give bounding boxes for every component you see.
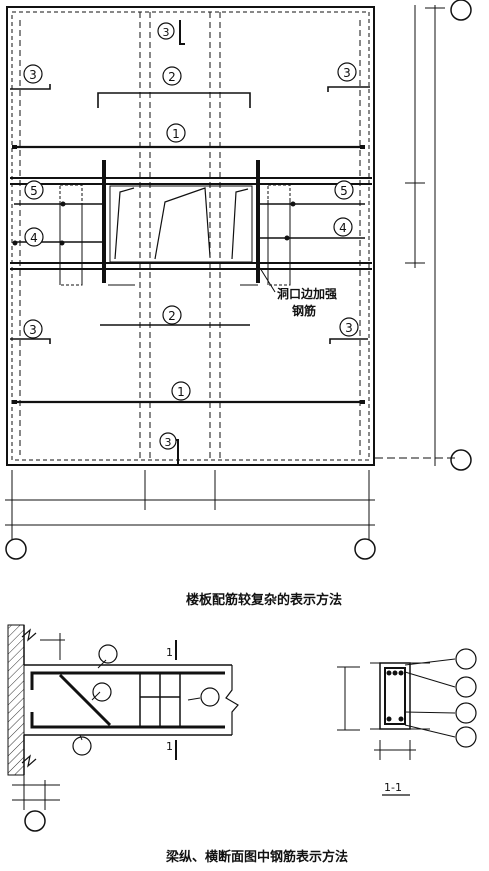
beam-stirrups bbox=[139, 673, 181, 727]
callout-section-2 bbox=[455, 676, 477, 698]
opening-note-line2: 钢筋 bbox=[292, 303, 316, 318]
marker-bar-5-right: 5 bbox=[334, 180, 354, 200]
svg-text:3: 3 bbox=[165, 436, 172, 449]
beam-dimensions bbox=[12, 633, 65, 810]
opening bbox=[109, 185, 253, 263]
bar-3-left-lower bbox=[10, 338, 51, 344]
svg-text:5: 5 bbox=[30, 184, 38, 198]
caption-slab-plan: 楼板配筋较复杂的表示方法 bbox=[186, 593, 343, 608]
svg-text:1: 1 bbox=[177, 385, 185, 399]
svg-text:4: 4 bbox=[30, 231, 38, 245]
svg-text:4: 4 bbox=[339, 221, 347, 235]
callout-beam-1 bbox=[98, 644, 118, 664]
opening-line-3 bbox=[231, 188, 249, 260]
marker-bar-3-right-top: 3 bbox=[337, 62, 357, 82]
beam-bottom-rebar bbox=[30, 712, 225, 729]
bar-2-upper bbox=[97, 92, 251, 108]
section-mark-top: 1 bbox=[166, 646, 173, 659]
cross-section bbox=[337, 648, 477, 796]
marker-bar-1-lower: 1 bbox=[171, 381, 191, 401]
opening-line-2 bbox=[154, 187, 211, 260]
bar-3-top-vertical bbox=[179, 20, 185, 45]
axis-bubble-beam bbox=[24, 810, 46, 832]
axis-bubble-bottom-left bbox=[5, 538, 27, 560]
break-line-bottom bbox=[21, 754, 37, 768]
section-rebars bbox=[386, 670, 404, 722]
marker-bar-3-bottom: 3 bbox=[159, 432, 177, 450]
axis-bubble-top-right bbox=[450, 0, 472, 21]
marker-bar-1-upper: 1 bbox=[166, 123, 186, 143]
bottom-dimension bbox=[5, 470, 375, 540]
slab-edge-beam bbox=[11, 11, 370, 461]
section-stirrup bbox=[384, 667, 406, 725]
beam-break bbox=[225, 665, 239, 735]
marker-bar-2-lower: 2 bbox=[162, 305, 182, 325]
beam-elevation bbox=[7, 624, 239, 832]
svg-text:3: 3 bbox=[29, 68, 37, 82]
svg-text:3: 3 bbox=[343, 66, 351, 80]
marker-bar-4-left: 4 bbox=[24, 227, 44, 247]
marker-bar-3-left-top: 3 bbox=[23, 64, 43, 84]
marker-bar-2-upper: 2 bbox=[162, 66, 182, 86]
opening-line-1 bbox=[114, 187, 135, 260]
section-leaders bbox=[404, 658, 456, 738]
axis-bubble-bottom-right bbox=[450, 449, 472, 471]
bar-3-right-top bbox=[327, 86, 370, 92]
callout-section-1 bbox=[455, 648, 477, 670]
slab-plan bbox=[5, 0, 472, 560]
opening-note-line1: 洞口边加强 bbox=[277, 286, 337, 301]
marker-bar-5-left: 5 bbox=[24, 180, 44, 200]
beam-bent-bar bbox=[58, 673, 112, 727]
svg-text:3: 3 bbox=[29, 323, 37, 337]
marker-bar-3-left-lower: 3 bbox=[23, 319, 43, 339]
opening-horizontal-bars bbox=[10, 177, 372, 270]
callout-beam-4 bbox=[72, 736, 92, 756]
support-wall bbox=[7, 624, 25, 776]
right-dimension bbox=[375, 5, 455, 466]
svg-text:1: 1 bbox=[172, 127, 180, 141]
bar-markers: 1 1 2 2 3 3 3 3 3 3 5 5 4 4 bbox=[23, 22, 359, 450]
marker-bar-3-right-lower: 3 bbox=[339, 317, 359, 337]
break-line-top bbox=[21, 628, 37, 642]
svg-text:5: 5 bbox=[340, 184, 348, 198]
svg-text:3: 3 bbox=[345, 321, 353, 335]
svg-text:2: 2 bbox=[168, 309, 176, 323]
bar-3-right-lower bbox=[329, 338, 368, 344]
svg-text:2: 2 bbox=[168, 70, 176, 84]
callout-section-3 bbox=[455, 702, 477, 724]
opening-note-leader bbox=[259, 267, 276, 293]
axis-bubble-bottom-mid bbox=[354, 538, 376, 560]
bar-ends bbox=[12, 145, 365, 404]
bar-3-left-top bbox=[10, 84, 51, 90]
slab-outline bbox=[6, 6, 375, 466]
callout-section-4 bbox=[455, 726, 477, 748]
marker-bar-3-top: 3 bbox=[157, 22, 175, 40]
callout-beam-2 bbox=[92, 682, 112, 702]
marker-bar-4-right: 4 bbox=[333, 217, 353, 237]
callout-beam-3 bbox=[200, 687, 220, 707]
svg-text:3: 3 bbox=[163, 26, 170, 39]
section-title: 1-1 bbox=[384, 781, 402, 794]
hidden-beams bbox=[19, 12, 361, 460]
section-mark-bottom: 1 bbox=[166, 740, 173, 753]
caption-beam-sections: 梁纵、横断面图中钢筋表示方法 bbox=[166, 850, 349, 865]
